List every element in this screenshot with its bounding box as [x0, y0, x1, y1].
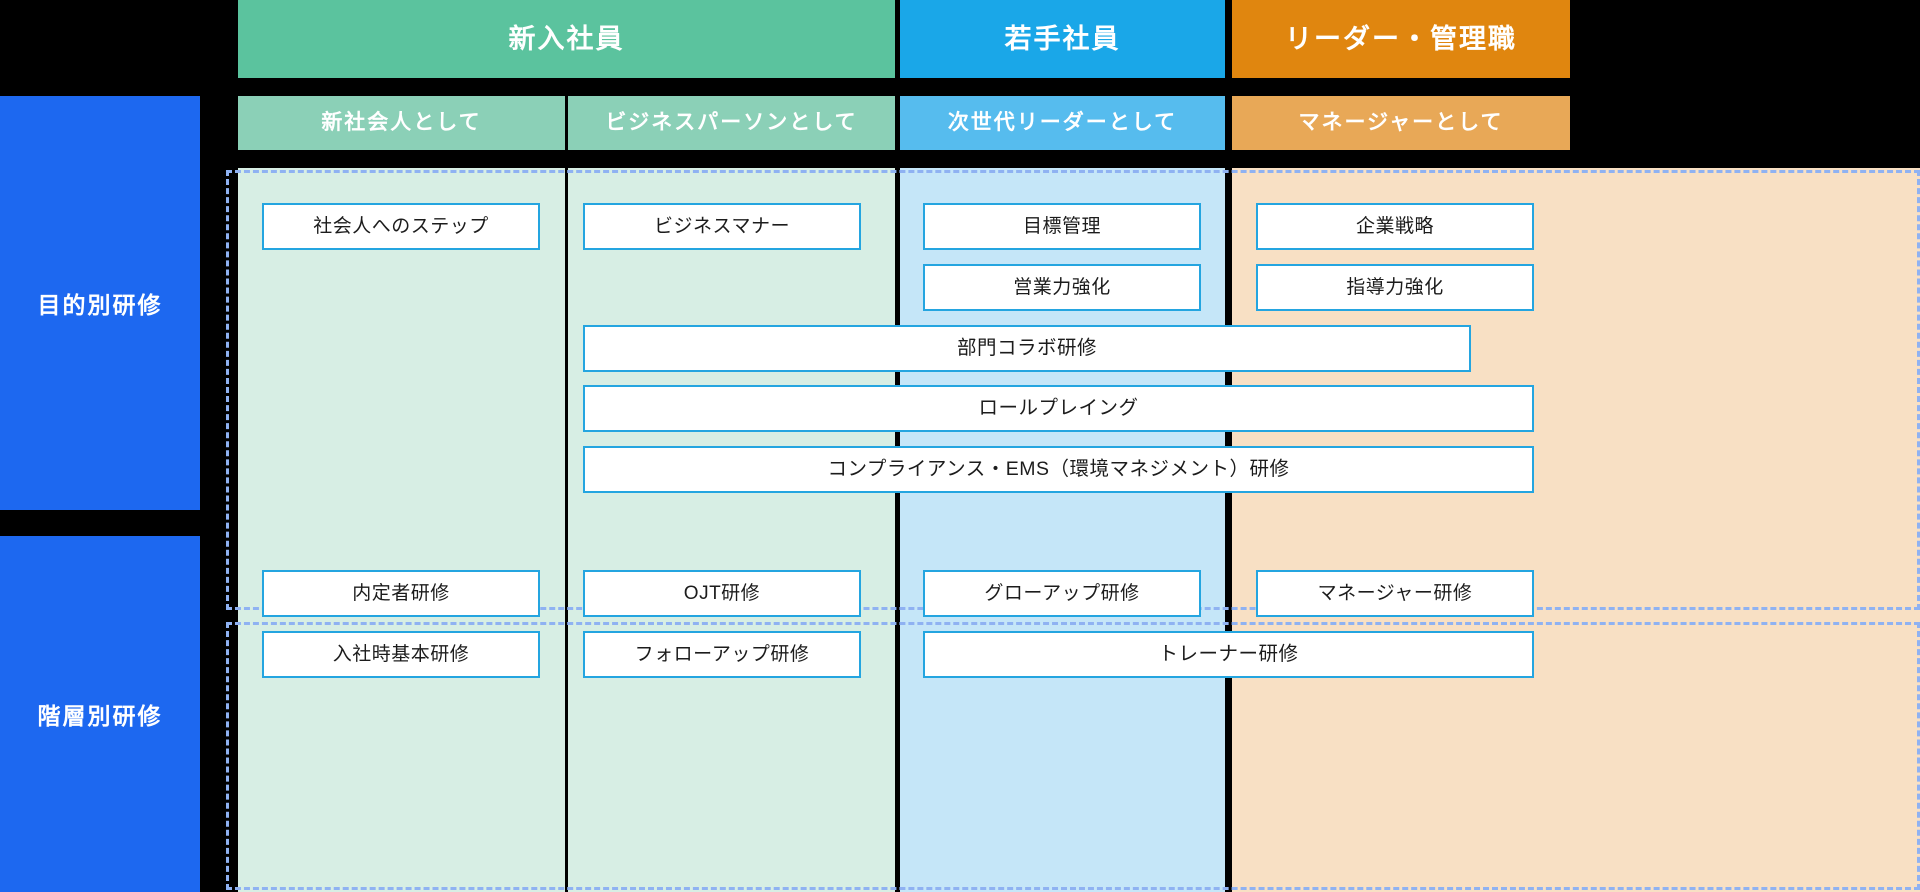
training-box-label: ロールプレイング [978, 397, 1139, 420]
training-box-ojt[interactable]: OJT研修 [583, 570, 861, 617]
column-header-new-member: 新社会人として [238, 96, 565, 150]
training-box-trainer[interactable]: トレーナー研修 [923, 631, 1534, 678]
training-box-follow-up[interactable]: フォローアップ研修 [583, 631, 861, 678]
column-header-label: 次世代リーダーとして [947, 111, 1178, 135]
training-box-department-collab[interactable]: 部門コラボ研修 [583, 325, 1471, 372]
training-box-corporate-strategy[interactable]: 企業戦略 [1256, 203, 1534, 250]
training-box-label: マネージャー研修 [1317, 582, 1473, 604]
group-header-leader-manager: リーダー・管理職 [1232, 0, 1570, 78]
column-header-manager: マネージャーとして [1232, 96, 1570, 150]
training-box-label: 企業戦略 [1355, 215, 1434, 237]
training-box-label: フォローアップ研修 [634, 643, 810, 665]
column-header-label: 新社会人として [321, 111, 482, 135]
training-box-label: トレーナー研修 [1158, 643, 1299, 666]
training-box-shakaijin-step[interactable]: 社会人へのステップ [262, 203, 540, 250]
training-box-label: グローアップ研修 [984, 582, 1140, 604]
column-header-next-gen-leader: 次世代リーダーとして [900, 96, 1225, 150]
training-box-business-manner[interactable]: ビジネスマナー [583, 203, 861, 250]
training-box-label: 部門コラボ研修 [956, 337, 1097, 360]
training-box-entry-basic[interactable]: 入社時基本研修 [262, 631, 540, 678]
row-label-text: 階層別研修 [37, 703, 163, 729]
training-box-label: 指導力強化 [1346, 276, 1444, 298]
group-header-young-employee: 若手社員 [900, 0, 1225, 78]
training-box-goal-management[interactable]: 目標管理 [923, 203, 1201, 250]
group-header-new-employee: 新入社員 [238, 0, 895, 78]
training-box-label: ビジネスマナー [654, 215, 790, 237]
training-box-label: 営業力強化 [1013, 276, 1111, 298]
training-box-label: 目標管理 [1022, 215, 1101, 237]
column-header-label: ビジネスパーソンとして [605, 111, 858, 135]
training-box-sales-strengthening[interactable]: 営業力強化 [923, 264, 1201, 311]
training-box-manager[interactable]: マネージャー研修 [1256, 570, 1534, 617]
training-box-naiteisha[interactable]: 内定者研修 [262, 570, 540, 617]
column-header-business-person: ビジネスパーソンとして [568, 96, 895, 150]
training-box-label: OJT研修 [683, 582, 761, 604]
training-box-compliance-ems[interactable]: コンプライアンス・EMS（環境マネジメント）研修 [583, 446, 1534, 493]
training-box-grow-up[interactable]: グローアップ研修 [923, 570, 1201, 617]
training-box-label: コンプライアンス・EMS（環境マネジメント）研修 [827, 458, 1290, 481]
column-header-label: マネージャーとして [1298, 111, 1504, 135]
training-box-label: 内定者研修 [352, 582, 450, 604]
training-box-coaching-strengthening[interactable]: 指導力強化 [1256, 264, 1534, 311]
training-box-label: 社会人へのステップ [313, 215, 489, 237]
row-label-purpose-training: 目的別研修 [0, 96, 200, 510]
row-label-text: 目的別研修 [37, 292, 163, 318]
training-box-label: 入社時基本研修 [332, 643, 470, 665]
group-header-label: 新入社員 [508, 23, 625, 54]
group-header-label: リーダー・管理職 [1285, 23, 1517, 54]
training-box-role-playing[interactable]: ロールプレイング [583, 385, 1534, 432]
column-fill-2 [568, 168, 895, 892]
column-fill-1 [238, 168, 565, 892]
row-label-rank-training: 階層別研修 [0, 536, 200, 892]
group-header-label: 若手社員 [1004, 23, 1121, 54]
